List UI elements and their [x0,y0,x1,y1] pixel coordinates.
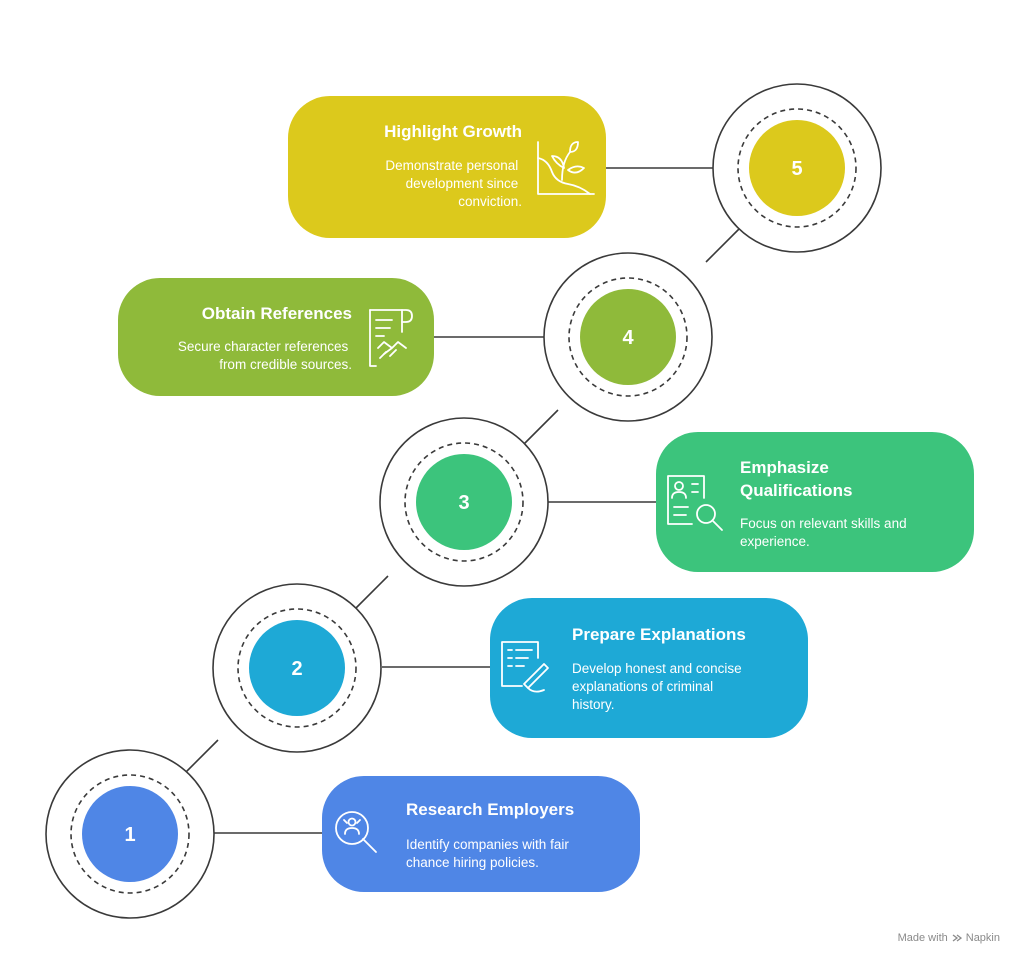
step-1-card [322,776,640,892]
step-1-title: Research Employers [406,800,574,819]
step-4-card [118,278,434,396]
step-4-dashed-ring [568,277,688,397]
horizontal-connectors [214,167,714,834]
scroll-handshake-icon [369,309,413,367]
step-2-number: 2 [291,658,302,680]
search-people-icon [335,811,377,853]
step-1-desc-line-1: Identify companies with fair [406,837,569,852]
step-2-badge [249,620,345,716]
step-5-desc-line-3: conviction. [458,194,522,209]
step-5-dashed-ring [737,108,857,228]
step-4-description: Secure character references from credibl… [178,339,352,372]
step-1-dashed-ring [70,774,190,894]
step-5-number: 5 [791,158,802,180]
connector-3-4 [521,409,559,447]
step-5-badge [749,120,845,216]
step-4-title: Obtain References [202,304,352,323]
step-3-card [656,432,974,572]
connector-2-3 [351,575,389,613]
step-4: Obtain References Secure character refer… [118,252,713,422]
step-3-desc-line-2: experience. [740,534,810,549]
step-4-badge [580,289,676,385]
step-2-description: Develop honest and concise explanations … [572,661,745,712]
step-5-desc-line-1: Demonstrate personal [385,158,518,173]
step-1-desc-line-2: chance hiring policies. [406,855,539,870]
step-4-desc-line-1: Secure character references [178,339,349,354]
resume-search-icon [667,475,723,531]
step-3-title: Emphasize Qualifications [740,458,852,500]
step-5-title: Highlight Growth [384,122,522,141]
step-5-description: Demonstrate personal development since c… [385,158,522,209]
step-1-description: Identify companies with fair chance hiri… [406,837,573,870]
step-3-badge [416,454,512,550]
step-2-dashed-ring [237,608,357,728]
watermark-prefix: Made with [897,932,948,944]
step-4-desc-line-2: from credible sources. [219,357,352,372]
step-4-number: 4 [622,327,634,349]
step-3-dashed-ring [404,442,524,562]
watermark-brand: Napkin [965,932,1000,944]
step-3-title-line-2: Qualifications [740,481,852,500]
step-1-badge [82,786,178,882]
step-2: Prepare Explanations Develop honest and … [212,583,808,753]
step-5: Highlight Growth Demonstrate personal de… [288,83,882,253]
document-pen-icon [501,641,549,693]
step-5-card [288,96,606,238]
step-1: Research Employers Identify companies wi… [45,749,640,919]
step-3-number: 3 [458,492,469,514]
step-1-number: 1 [124,824,135,846]
step-3-description: Focus on relevant skills and experience. [740,516,910,549]
step-5-desc-line-2: development since [406,176,519,191]
step-3-desc-line-1: Focus on relevant skills and [740,516,907,531]
step-2-desc-line-1: Develop honest and concise [572,661,742,676]
step-3: Emphasize Qualifications Focus on releva… [379,417,974,587]
step-2-desc-line-2: explanations of criminal [572,679,713,694]
step-2-card [490,598,808,738]
napkin-logo-icon [952,934,962,942]
step-3-title-line-1: Emphasize [740,458,829,477]
step-2-desc-line-3: history. [572,697,615,712]
step-2-title: Prepare Explanations [572,625,746,644]
plant-growth-icon [537,141,595,195]
connector-4-5 [705,223,745,263]
napkin-watermark: Made with Napkin [898,932,1000,944]
